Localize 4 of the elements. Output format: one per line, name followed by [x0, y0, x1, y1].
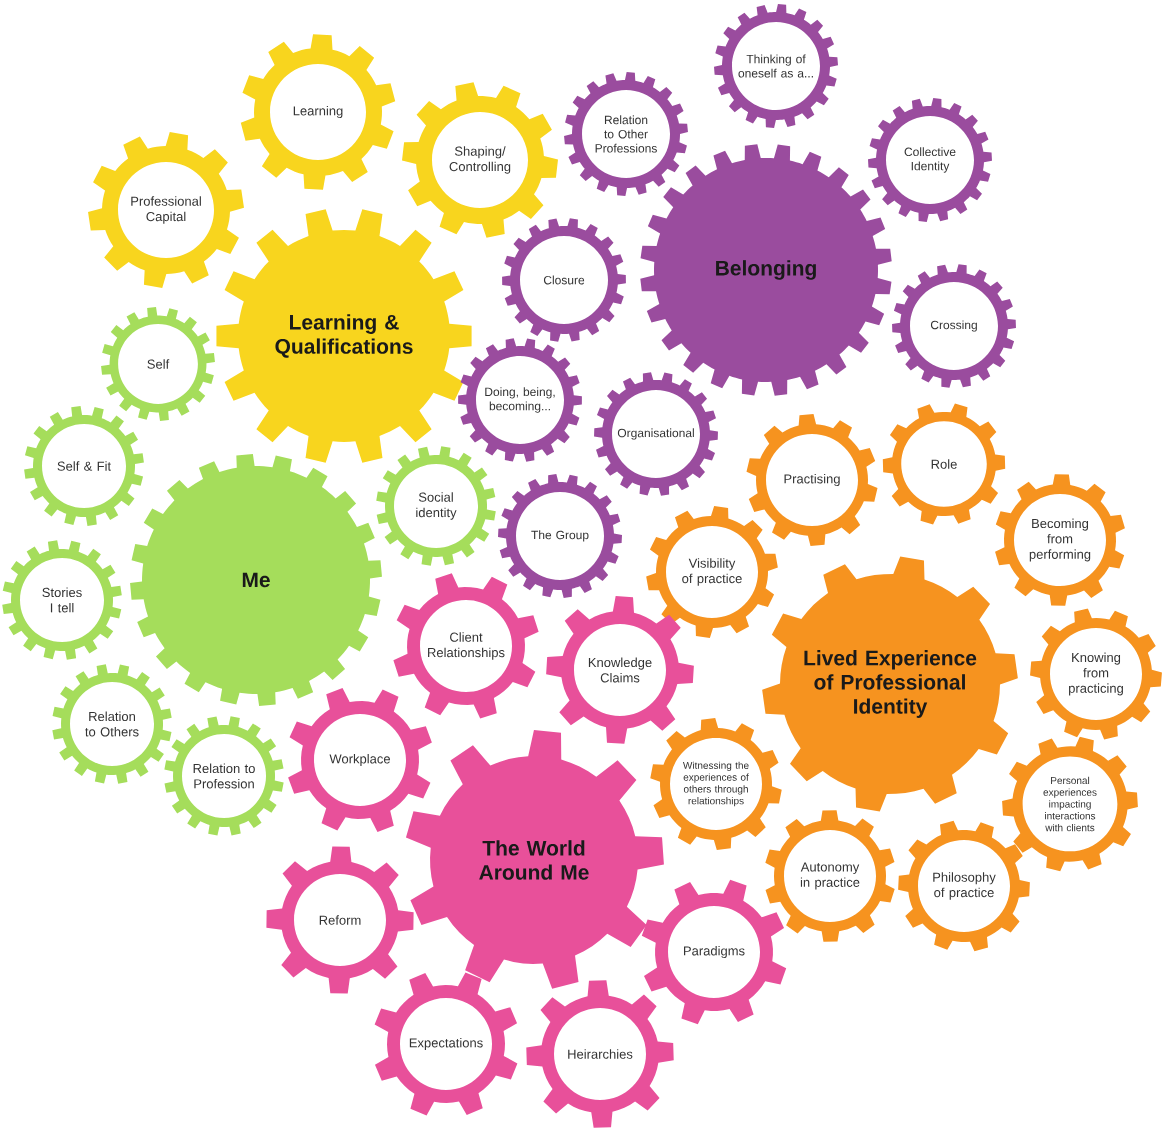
- large-gear: Learning & Qualifications: [216, 209, 472, 463]
- large-gear: Me: [130, 454, 382, 706]
- large-gear: The World Around Me: [405, 730, 664, 989]
- large-gear: Lived Experience of Professional Identity: [762, 556, 1018, 812]
